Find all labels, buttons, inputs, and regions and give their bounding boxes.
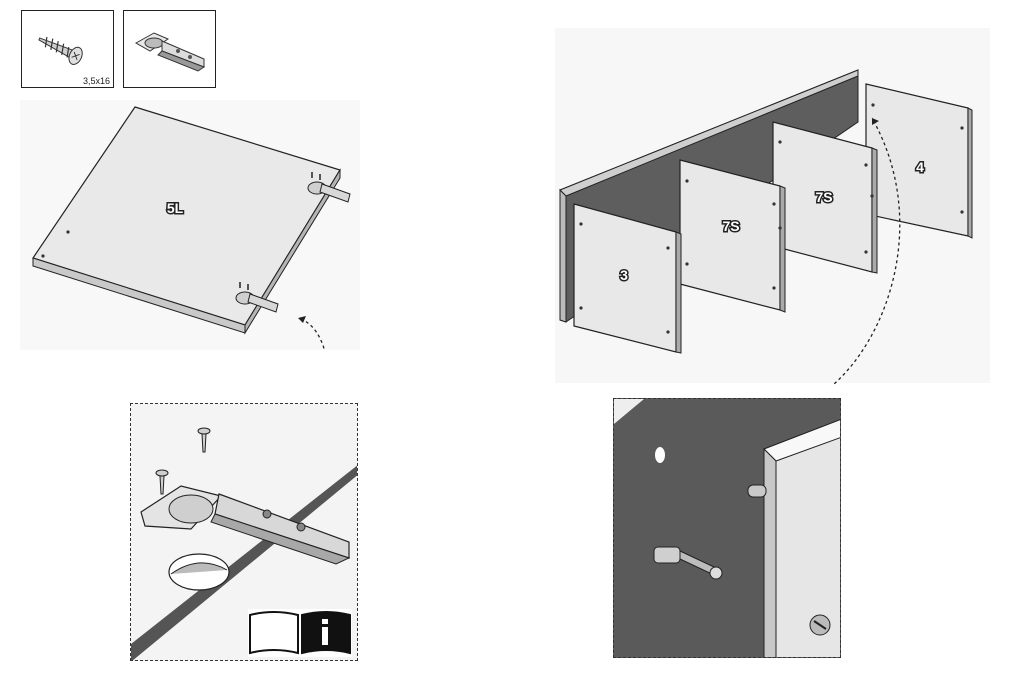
info-book-icon (248, 609, 352, 657)
hinge-icon (134, 32, 206, 72)
panel-3: 3 (573, 203, 682, 354)
panel-7s-b-label: 7S (815, 189, 832, 205)
panel-3-label: 3 (620, 267, 628, 283)
part-box-screw: 3,5x16 (21, 10, 114, 88)
panel-4-label: 4 (916, 159, 924, 175)
hinge-top (307, 172, 351, 203)
part-box-hinge (123, 10, 216, 88)
screw-icon (38, 36, 83, 65)
detail-arrow-right (831, 117, 901, 385)
panel-7s-b: 7S (772, 121, 878, 274)
panel-4: 4 (865, 83, 973, 239)
panel-7s-a: 7S (679, 159, 786, 313)
hinge-bottom (235, 282, 279, 313)
cabinet-assembly-diagram: 4 7S 7S 3 (555, 28, 990, 385)
hinge-detail-box (130, 403, 358, 661)
panel-7s-a-label: 7S (722, 218, 739, 234)
panel-5l-diagram: 5L (20, 100, 360, 350)
detail-arrow-left (297, 317, 326, 350)
cam-fitting-detail-box (613, 398, 841, 658)
panel-5l-label: 5L (167, 200, 184, 216)
screw-size-label: 3,5x16 (82, 76, 110, 86)
